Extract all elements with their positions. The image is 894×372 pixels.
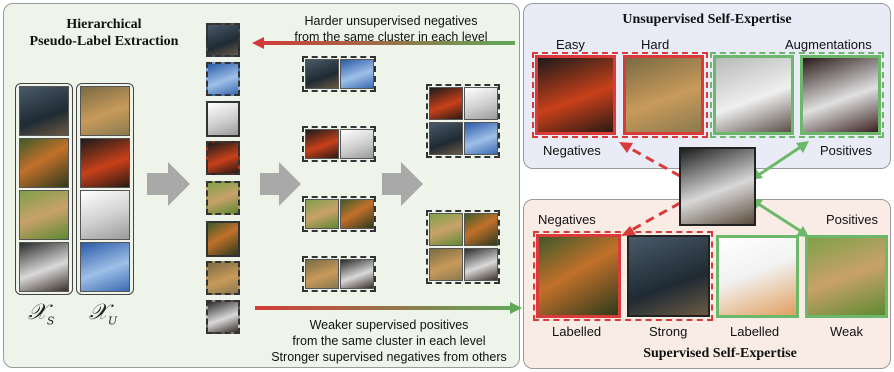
- easy-negative-image: [535, 55, 616, 135]
- bottom-hint-arrow-head: [510, 302, 522, 314]
- level3-group-vehicles: [426, 84, 500, 158]
- sports-car-image: [80, 138, 130, 188]
- level1-item-tiger: [206, 221, 240, 257]
- puppy-image: [19, 190, 69, 240]
- strong-negative-image: [627, 235, 710, 317]
- unlabelled-set-column: [76, 83, 134, 295]
- strong-label: Strong: [649, 324, 688, 339]
- sup-negatives-group: [533, 231, 713, 321]
- level3-kitten: [464, 248, 498, 281]
- level1-item-airplane: [206, 62, 240, 96]
- augmentations-label: Augmentations: [785, 37, 872, 52]
- augmented-positive-1: [713, 55, 794, 135]
- title-line-2: Pseudo-Label Extraction: [29, 34, 179, 49]
- level3-train: [429, 122, 463, 155]
- title-line-1: Hierarchical: [66, 17, 142, 32]
- anchor-kitten-image: [679, 147, 756, 226]
- level3-lion: [429, 248, 463, 281]
- arrow-to-unsup-negatives: [625, 144, 681, 178]
- level1-item-truck: [206, 101, 240, 137]
- unlabelled-set-symbol: 𝒳U: [89, 300, 118, 328]
- top-hint-arrow-head: [252, 37, 264, 49]
- labelled-negative-image: [536, 234, 621, 318]
- kitten-image: [19, 242, 69, 292]
- block-arrow-3: [382, 162, 423, 206]
- unsupervised-title: Unsupervised Self-Expertise: [622, 12, 792, 27]
- tiger-image: [19, 138, 69, 188]
- airplane-image: [80, 242, 130, 292]
- labelled-negative-label: Labelled: [552, 324, 602, 339]
- sup-positives-label: Positives: [826, 212, 879, 227]
- arrow-to-unsup-positives: [756, 144, 803, 178]
- arrow-to-sup-positives: [756, 201, 803, 234]
- top-hint-text: Harder unsupervised negatives from the s…: [294, 14, 488, 44]
- supervised-title: Supervised Self-Expertise: [643, 346, 797, 361]
- level1-item-puppy: [206, 181, 240, 215]
- level1-item-car: [206, 141, 240, 175]
- sup-negatives-label: Negatives: [538, 212, 596, 227]
- lion-cub-image: [80, 86, 130, 136]
- augmented-positive-2: [800, 55, 881, 135]
- level2-puppy: [305, 199, 339, 229]
- level3-puppy: [429, 213, 463, 246]
- level3-tiger: [464, 213, 498, 246]
- truck-image: [80, 190, 130, 240]
- labelled-positive-label: Labelled: [730, 324, 780, 339]
- bottom-hint-text: Weaker supervised positives from the sam…: [271, 318, 507, 364]
- unsup-positives-group: [710, 52, 884, 138]
- block-arrow-1: [147, 162, 190, 206]
- unsup-negatives-group: [532, 52, 708, 138]
- hard-label: Hard: [641, 37, 670, 52]
- hard-negative-image: [623, 55, 704, 135]
- top-hint-arrow-shaft: [262, 41, 515, 45]
- level2-kitten: [340, 259, 374, 289]
- level2-truck: [340, 129, 374, 159]
- hierarchical-title: Hierarchical Pseudo-Label Extraction: [14, 16, 194, 50]
- weak-positive-image: [805, 235, 888, 318]
- level2-pair-animals-2: [302, 256, 376, 292]
- level2-tiger: [340, 199, 374, 229]
- level2-pair-animals-1: [302, 196, 376, 232]
- level3-truck: [464, 87, 498, 120]
- bottom-hint-arrow-shaft: [255, 306, 510, 310]
- train-image: [19, 86, 69, 136]
- unsup-positives-label: Positives: [820, 143, 873, 158]
- level1-item-lion: [206, 261, 240, 295]
- level1-item-train: [206, 23, 240, 57]
- level2-pair-vehicles-1: [302, 56, 376, 92]
- level2-lion: [305, 259, 339, 289]
- labelled-set-column: [15, 83, 73, 295]
- level3-car: [429, 87, 463, 120]
- unsup-negatives-label: Negatives: [543, 143, 601, 158]
- arrow-to-sup-negatives: [627, 201, 681, 234]
- weak-label: Weak: [830, 324, 863, 339]
- level3-airplane: [464, 122, 498, 155]
- level2-train: [305, 59, 339, 89]
- labelled-set-symbol: 𝒳S: [28, 300, 55, 328]
- level2-airplane: [340, 59, 374, 89]
- block-arrow-2: [260, 162, 301, 206]
- easy-label: Easy: [556, 37, 585, 52]
- labelled-positive-image: [716, 235, 799, 318]
- level3-group-animals: [426, 210, 500, 284]
- level1-item-kitten: [206, 300, 240, 334]
- level2-pair-vehicles-2: [302, 126, 376, 162]
- level2-car: [305, 129, 339, 159]
